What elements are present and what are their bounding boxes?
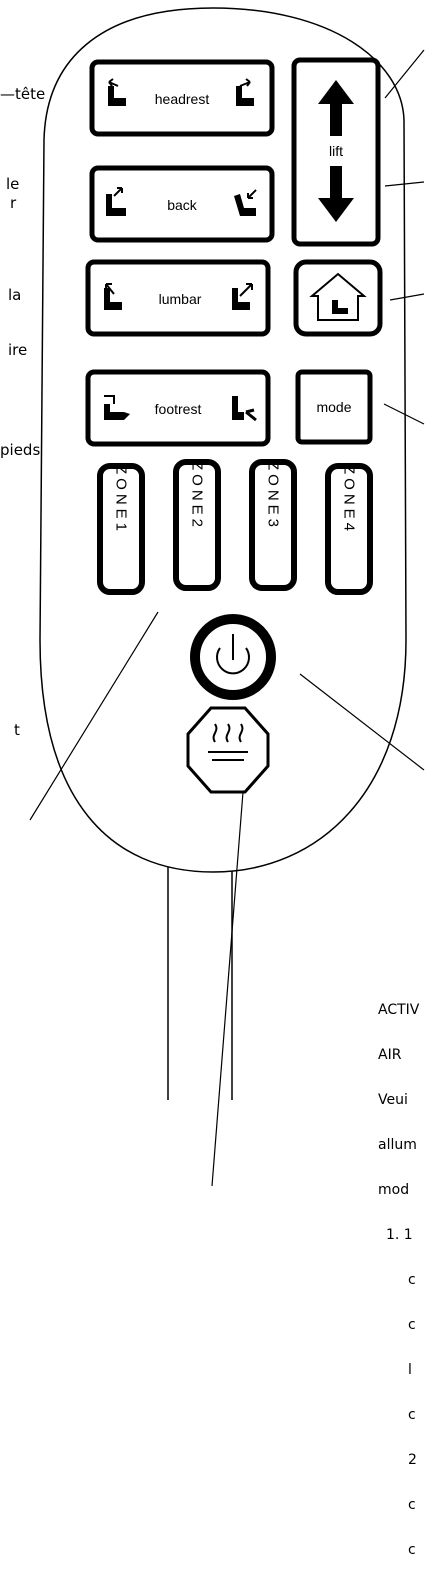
callout-lines xyxy=(29,49,425,1187)
note-line-3: Veui xyxy=(378,1092,408,1108)
note-line-1: ACTIV xyxy=(378,1002,420,1018)
heat-button[interactable] xyxy=(186,706,270,794)
zone2-button[interactable] xyxy=(173,459,221,591)
note-line-13: c xyxy=(408,1542,416,1558)
back-right-icon xyxy=(234,189,257,216)
callout-line-zones xyxy=(29,611,159,821)
callout-line-lift-bottom xyxy=(384,181,425,187)
zone2-label: ZONE2 xyxy=(189,461,206,531)
footrest-left-icon xyxy=(104,395,130,420)
zone1-button[interactable] xyxy=(97,463,145,595)
left-text-headrest: —tête xyxy=(0,85,46,103)
headrest-button[interactable] xyxy=(89,59,275,137)
remote-diagram: headrest back lumbar footrest lift mode … xyxy=(29,7,425,1187)
callout-line-power xyxy=(299,673,425,771)
left-text-back-1: le xyxy=(6,175,20,193)
home-button[interactable] xyxy=(293,259,383,337)
zone3-button[interactable] xyxy=(249,459,297,591)
note-line-6: 1. 1 xyxy=(386,1227,413,1243)
left-text-zone: t xyxy=(14,721,20,739)
left-text-lumbar-1: la xyxy=(8,286,22,304)
lift-label: lift xyxy=(329,143,343,159)
note-line-9: l xyxy=(408,1362,412,1378)
callout-line-lift-top xyxy=(384,49,425,99)
left-text-lumbar-2: ire xyxy=(8,341,28,359)
headrest-left-icon xyxy=(108,78,126,106)
cable xyxy=(167,865,233,1100)
footrest-button[interactable] xyxy=(85,369,271,447)
lumbar-left-icon xyxy=(104,283,122,310)
note-line-8: c xyxy=(408,1317,416,1333)
power-button[interactable] xyxy=(190,614,276,700)
footrest-label: footrest xyxy=(155,401,202,417)
lumbar-right-icon xyxy=(232,283,253,310)
lift-button[interactable] xyxy=(291,57,381,247)
footrest-right-icon xyxy=(232,396,257,422)
left-text-back-2: r xyxy=(10,194,17,212)
zone1-label: ZONE1 xyxy=(113,465,130,535)
back-button[interactable] xyxy=(89,165,275,243)
power-icon xyxy=(216,634,250,675)
home-icon xyxy=(309,272,367,321)
mode-button[interactable] xyxy=(295,369,373,445)
headrest-label: headrest xyxy=(155,91,210,107)
lift-up-arrow-icon xyxy=(318,80,354,136)
back-left-icon xyxy=(106,187,126,216)
zone4-label: ZONE4 xyxy=(341,465,358,535)
headrest-right-icon xyxy=(236,78,254,106)
callout-line-heat xyxy=(211,791,244,1187)
home-chair-icon xyxy=(332,300,348,314)
mode-label: mode xyxy=(316,399,351,415)
note-line-11: 2 xyxy=(408,1452,417,1468)
callout-line-mode xyxy=(383,403,425,425)
note-line-12: c xyxy=(408,1497,416,1513)
note-line-7: c xyxy=(408,1272,416,1288)
lumbar-button[interactable] xyxy=(85,259,271,337)
note-line-5: mod xyxy=(378,1182,410,1198)
activation-note: ACTIV AIR Veui allum mod 1. 1 c c l c 2 … xyxy=(378,973,426,1573)
note-line-2: AIR xyxy=(378,1047,402,1063)
zone3-label: ZONE3 xyxy=(265,461,282,531)
left-text-footrest: pieds xyxy=(0,441,41,459)
note-line-4: allum xyxy=(378,1137,417,1153)
zone4-button[interactable] xyxy=(325,463,373,595)
lumbar-label: lumbar xyxy=(159,291,202,307)
lift-down-arrow-icon xyxy=(318,166,354,222)
back-label: back xyxy=(167,197,198,213)
heat-icon xyxy=(208,723,248,761)
note-line-10: c xyxy=(408,1407,416,1423)
callout-line-home xyxy=(389,293,425,301)
